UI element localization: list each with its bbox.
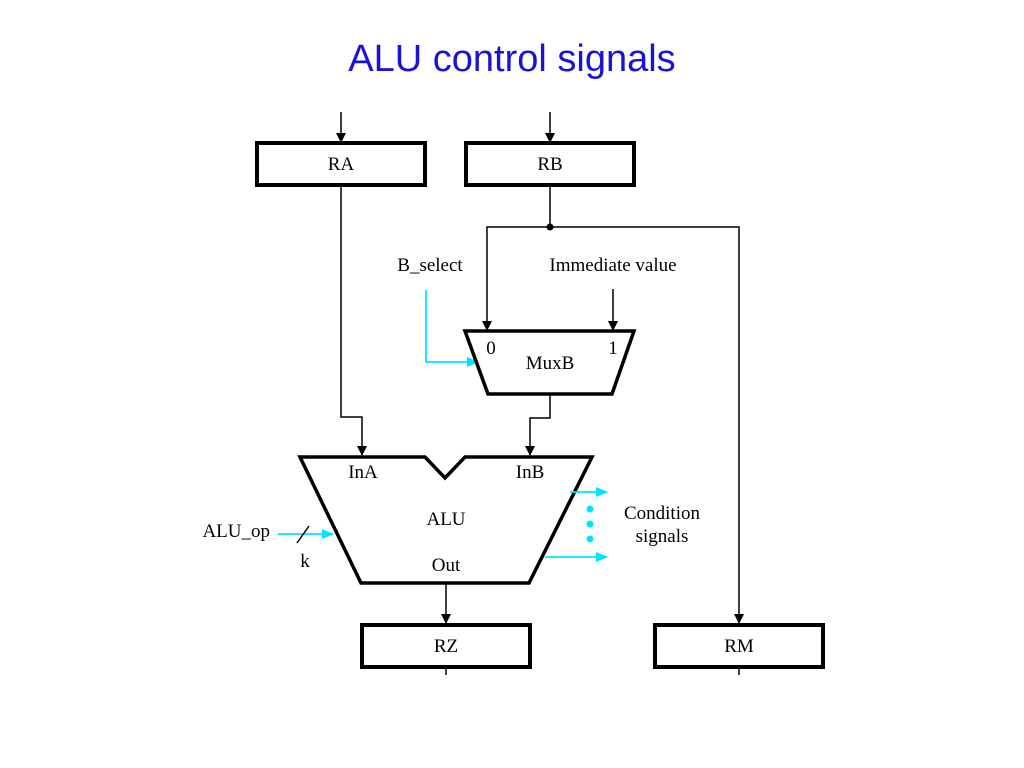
alu-ina-label: InA bbox=[348, 462, 378, 483]
alu-op-width-label: k bbox=[300, 551, 310, 572]
rb-to-rm-wire bbox=[550, 226, 744, 624]
rb-to-muxb-wire bbox=[482, 226, 550, 331]
register-rb-label: RB bbox=[537, 154, 562, 175]
condition-dot-1 bbox=[586, 505, 594, 513]
alu-op-bus-slash bbox=[296, 525, 310, 544]
register-rz: RZ bbox=[360, 623, 532, 669]
alu-op-label: ALU_op bbox=[202, 521, 270, 542]
mux-b-input-0: 0 bbox=[486, 338, 496, 359]
register-rb: RB bbox=[464, 141, 636, 187]
condition-label-line1: Condition bbox=[624, 503, 701, 524]
immediate-value-label: Immediate value bbox=[549, 255, 676, 276]
b-select-label: B_select bbox=[397, 255, 463, 276]
alu-label: ALU bbox=[426, 509, 465, 530]
ra-to-alu-wire bbox=[340, 185, 367, 456]
mux-b: 0 1 MuxB bbox=[462, 329, 637, 396]
alu: InA InB ALU Out bbox=[297, 455, 595, 585]
register-rm-label: RM bbox=[724, 636, 754, 657]
b-select-signal bbox=[425, 290, 479, 367]
mux-b-input-1: 1 bbox=[608, 338, 618, 359]
condition-dot-2 bbox=[586, 520, 594, 528]
condition-dot-3 bbox=[586, 535, 594, 543]
slide-title: ALU control signals bbox=[348, 38, 676, 80]
alu-out-label: Out bbox=[432, 555, 461, 576]
muxb-to-alu-wire bbox=[525, 394, 551, 456]
condition-label-line2: signals bbox=[636, 526, 689, 547]
register-ra-label: RA bbox=[328, 154, 355, 175]
register-rm: RM bbox=[653, 623, 825, 669]
register-rz-label: RZ bbox=[434, 636, 458, 657]
mux-b-label: MuxB bbox=[526, 353, 575, 374]
alu-inb-label: InB bbox=[516, 462, 545, 483]
register-ra: RA bbox=[255, 141, 427, 187]
